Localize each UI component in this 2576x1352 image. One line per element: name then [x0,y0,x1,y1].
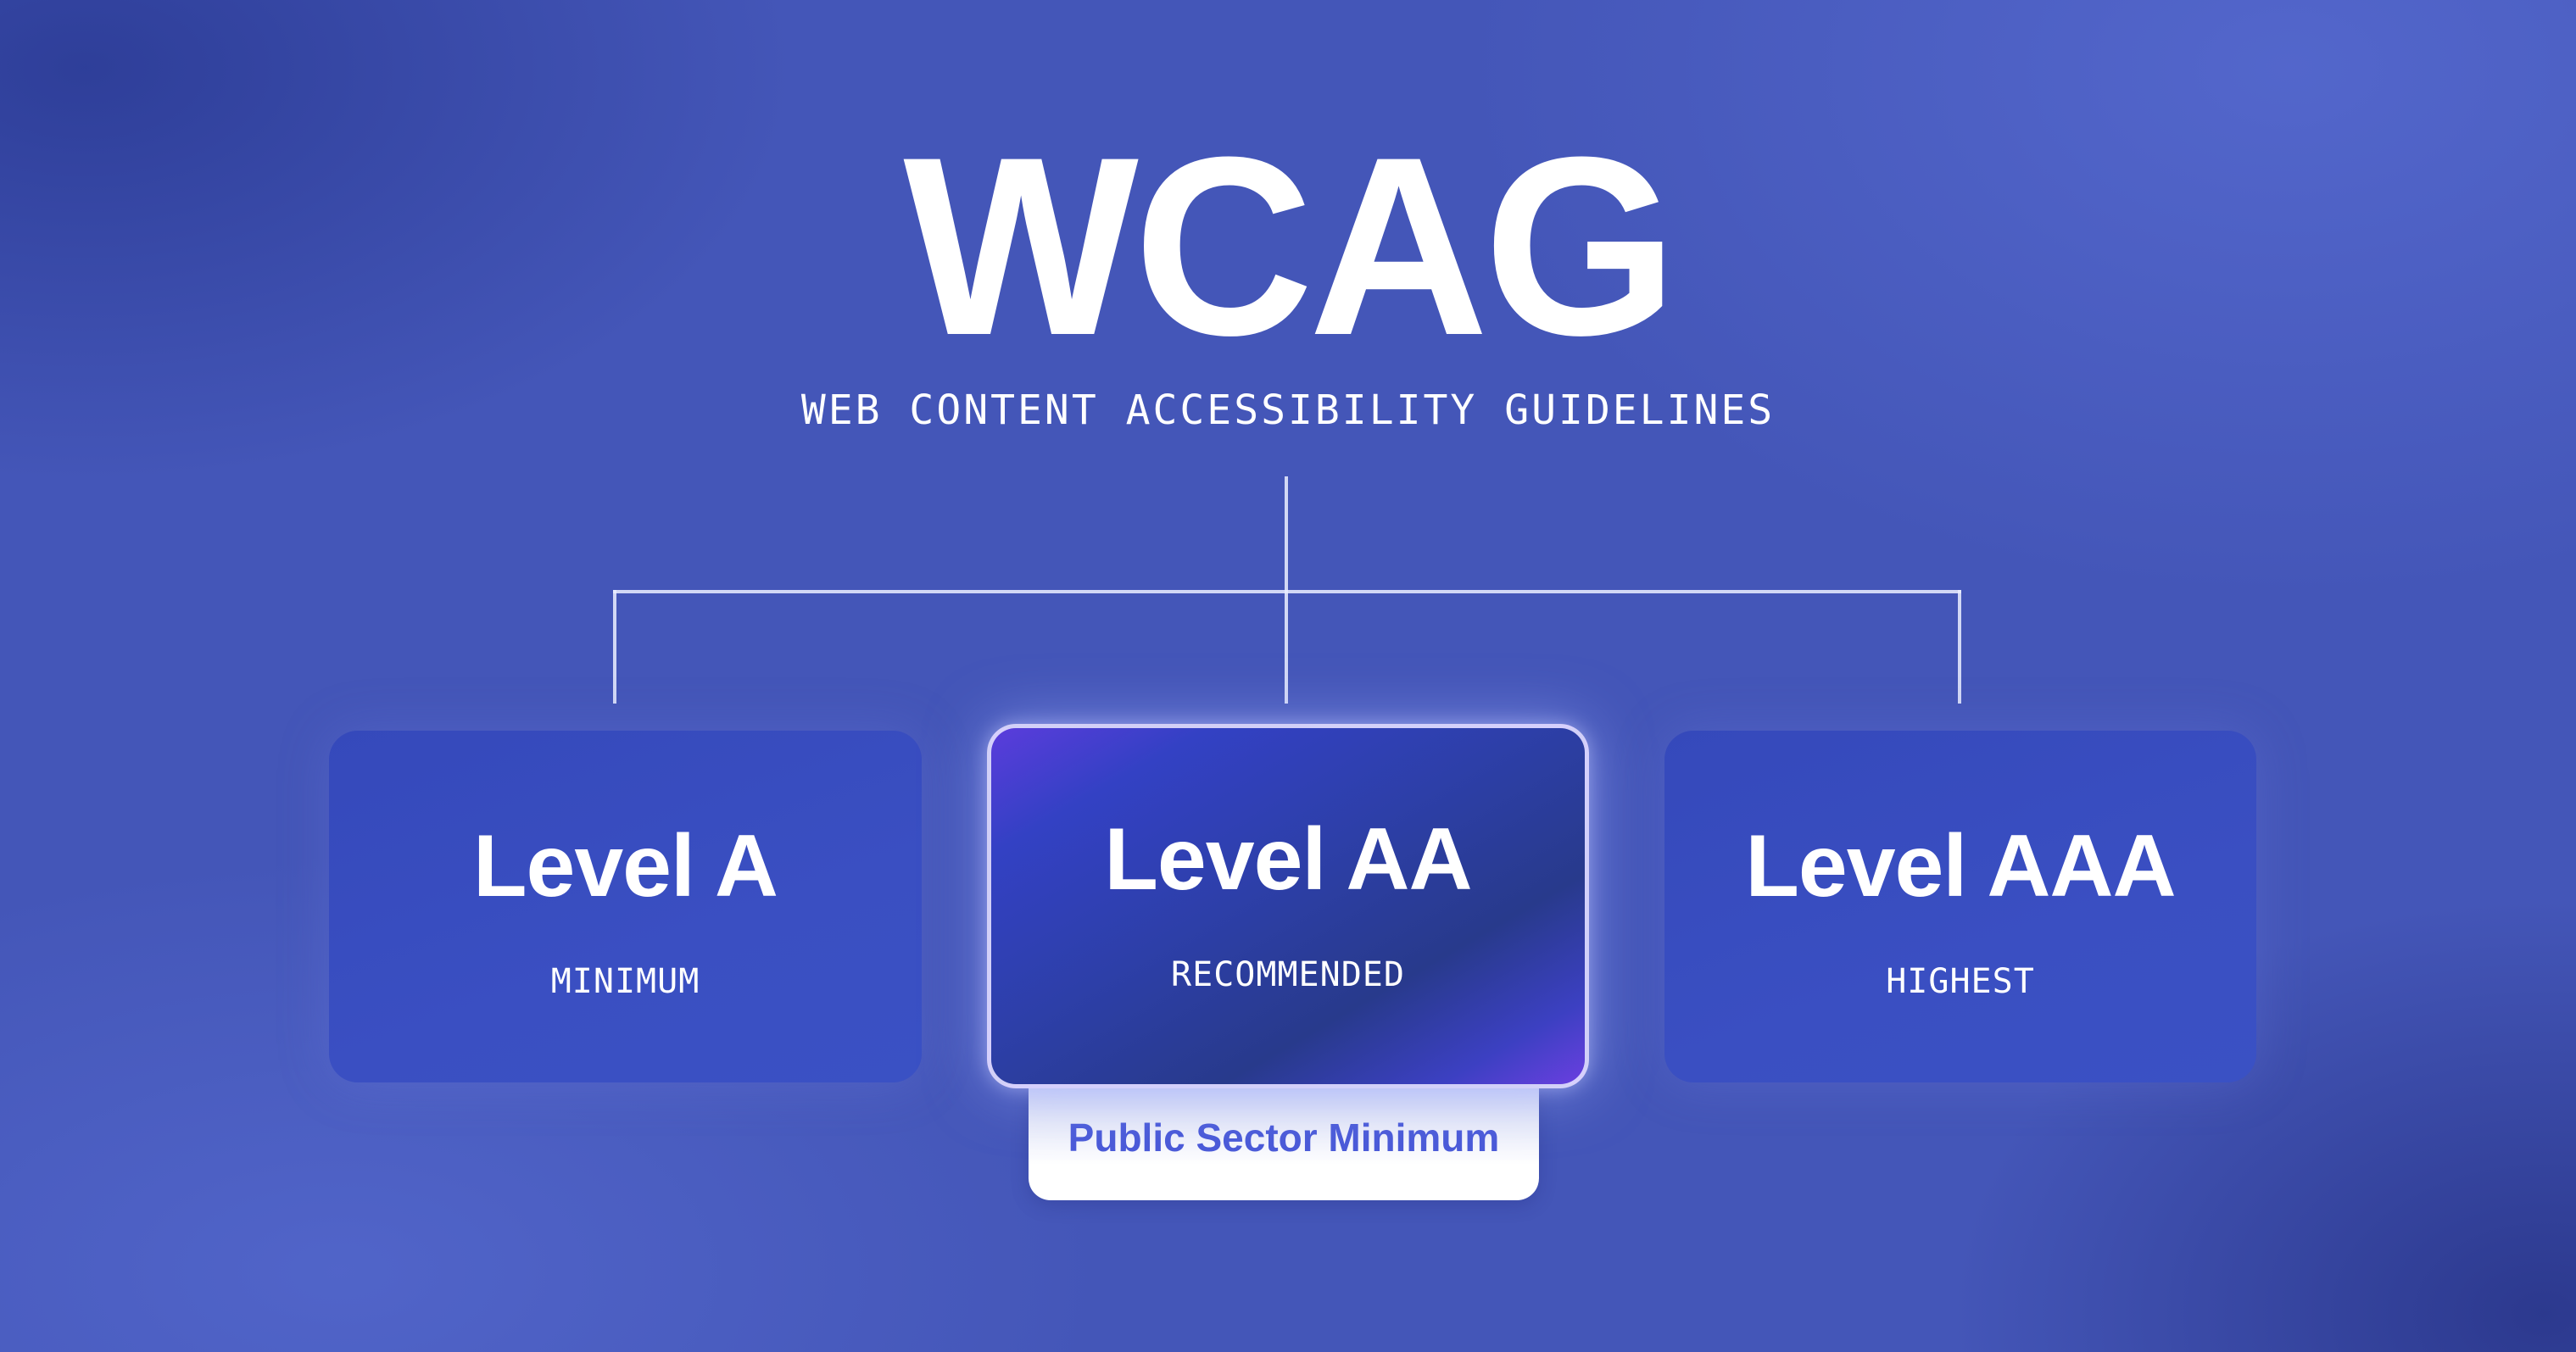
level-a-subtitle: MINIMUM [550,962,700,1001]
connector-left-drop [613,590,616,704]
public-sector-badge-label: Public Sector Minimum [1068,1116,1500,1160]
level-aa-card: Level AA RECOMMENDED [987,724,1589,1088]
page-subtitle: WEB CONTENT ACCESSIBILITY GUIDELINES [800,387,1776,434]
level-aaa-card: Level AAA HIGHEST [1664,731,2256,1082]
level-a-card: Level A MINIMUM [329,731,922,1082]
level-aaa-subtitle: HIGHEST [1886,962,2035,1001]
connector-horizontal [613,590,1961,593]
connector-right-drop [1958,590,1961,704]
public-sector-badge: Public Sector Minimum [1029,1082,1539,1200]
level-aaa-title: Level AAA [1745,817,2176,915]
level-a-title: Level A [472,817,778,915]
level-aa-title: Level AA [1104,810,1472,909]
page-title: WCAG [903,103,1677,388]
level-aa-subtitle: RECOMMENDED [1171,955,1405,994]
